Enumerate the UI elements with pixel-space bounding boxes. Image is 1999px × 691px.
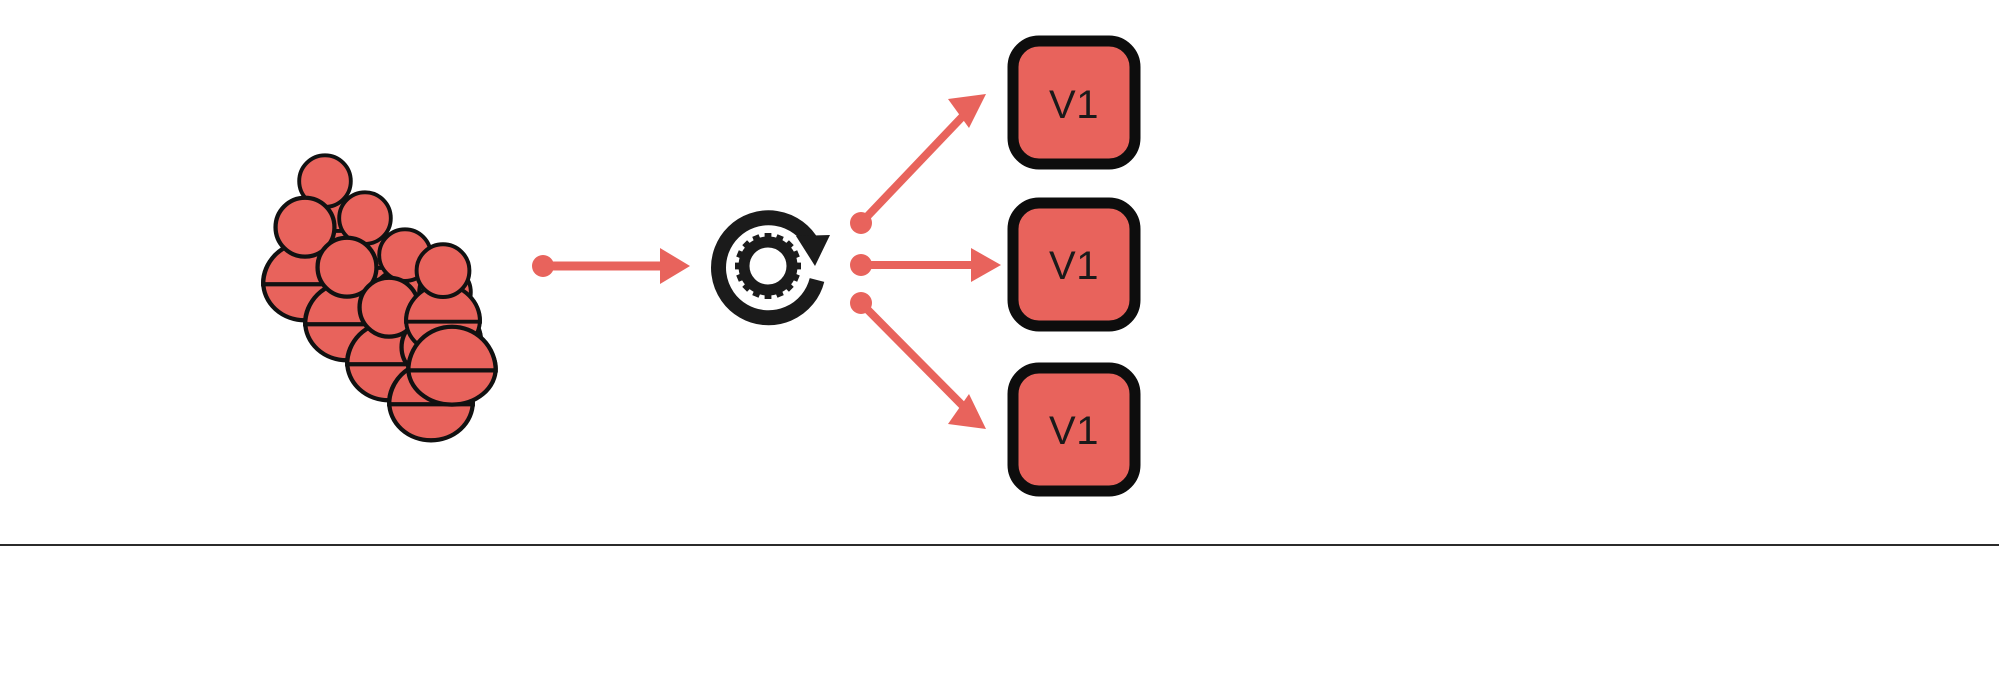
person-figure <box>406 324 498 407</box>
v1-box-middle-label: V1 <box>1049 244 1099 288</box>
crowd-of-people <box>261 153 498 443</box>
v1-box-middle[interactable]: V1 <box>1007 197 1141 332</box>
v1-box-bottom[interactable]: V1 <box>1007 362 1141 497</box>
gear-icon <box>735 233 801 299</box>
gear-refresh-icon <box>711 210 830 326</box>
gear-to-v1-bottom-arrow <box>850 292 986 429</box>
crowd-to-gear-arrow <box>532 248 690 284</box>
gear-to-v1-middle-arrow <box>850 248 1001 282</box>
gear-to-v1-top-arrow <box>850 94 986 234</box>
v1-box-bottom-label: V1 <box>1049 409 1099 453</box>
v1-box-top-label: V1 <box>1049 83 1099 127</box>
v1-box-top[interactable]: V1 <box>1007 35 1141 170</box>
